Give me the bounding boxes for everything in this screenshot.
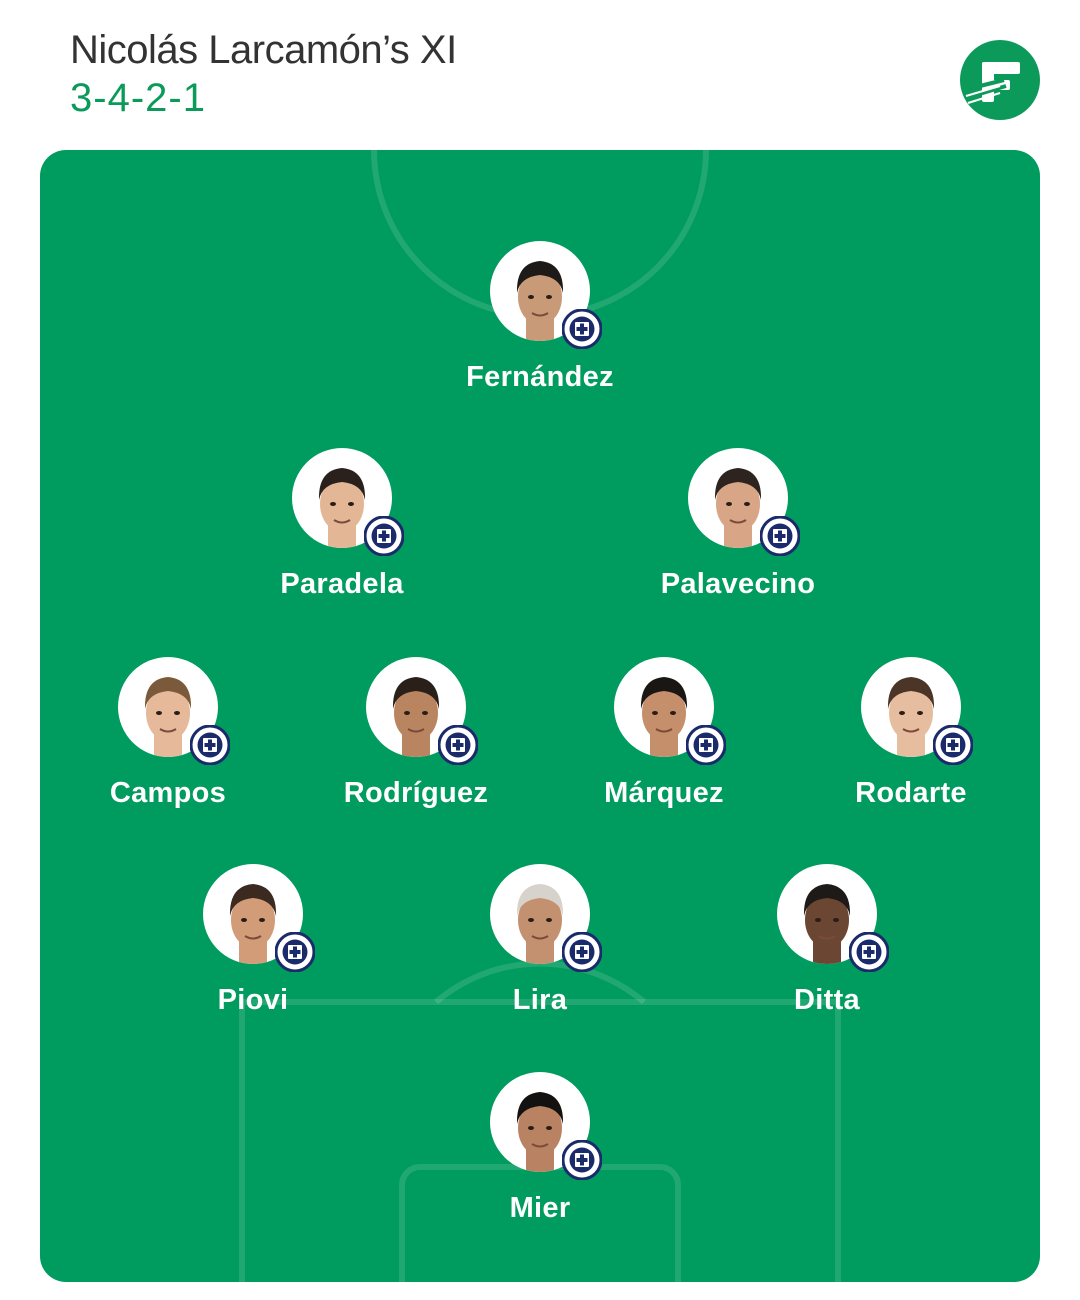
player-card[interactable]: Mier xyxy=(430,1072,650,1225)
player-photo xyxy=(861,657,973,765)
player-card[interactable]: Rodarte xyxy=(801,657,1021,810)
fotmob-logo-icon xyxy=(960,40,1040,120)
player-face-icon xyxy=(640,677,688,757)
player-photo xyxy=(292,448,404,556)
player-face-icon xyxy=(887,677,935,757)
club-crest-icon xyxy=(562,932,602,972)
football-pitch: Fernández Paradela Palavecino Campos Rod… xyxy=(40,150,1040,1282)
player-card[interactable]: Fernández xyxy=(430,241,650,394)
player-face-icon xyxy=(516,884,564,964)
player-card[interactable]: Campos xyxy=(58,657,278,810)
club-crest-icon xyxy=(933,725,973,765)
player-name: Piovi xyxy=(217,984,289,1016)
club-crest-icon xyxy=(686,725,726,765)
club-crest-icon xyxy=(562,309,602,349)
formation-label: 3-4-2-1 xyxy=(70,76,206,120)
player-face-icon xyxy=(516,1092,564,1172)
player-face-icon xyxy=(714,468,762,548)
club-crest-icon xyxy=(275,932,315,972)
player-photo xyxy=(490,864,602,972)
player-name: Ditta xyxy=(794,984,860,1016)
club-crest-icon xyxy=(438,725,478,765)
player-face-icon xyxy=(318,468,366,548)
player-photo xyxy=(777,864,889,972)
club-crest-icon xyxy=(849,932,889,972)
player-name: Rodarte xyxy=(855,777,967,809)
player-photo xyxy=(366,657,478,765)
player-name: Mier xyxy=(509,1192,571,1224)
player-photo xyxy=(118,657,230,765)
club-crest-icon xyxy=(190,725,230,765)
club-crest-icon xyxy=(562,1140,602,1180)
player-face-icon xyxy=(229,884,277,964)
player-card[interactable]: Rodríguez xyxy=(306,657,526,810)
player-name: Lira xyxy=(512,984,568,1016)
player-face-icon xyxy=(392,677,440,757)
page-title: Nicolás Larcamón’s XI xyxy=(70,28,457,72)
player-photo xyxy=(490,1072,602,1180)
player-face-icon xyxy=(803,884,851,964)
player-photo xyxy=(688,448,800,556)
club-crest-icon xyxy=(760,516,800,556)
player-face-icon xyxy=(144,677,192,757)
player-card[interactable]: Lira xyxy=(430,864,650,1017)
player-name: Palavecino xyxy=(660,568,816,600)
player-name: Campos xyxy=(109,777,227,809)
player-photo xyxy=(203,864,315,972)
player-name: Márquez xyxy=(604,777,724,809)
player-photo xyxy=(614,657,726,765)
player-card[interactable]: Paradela xyxy=(232,448,452,601)
player-photo xyxy=(490,241,602,349)
player-name: Paradela xyxy=(280,568,404,600)
player-card[interactable]: Piovi xyxy=(143,864,363,1017)
player-card[interactable]: Palavecino xyxy=(628,448,848,601)
club-crest-icon xyxy=(364,516,404,556)
player-card[interactable]: Márquez xyxy=(554,657,774,810)
player-name: Rodríguez xyxy=(343,777,489,809)
player-face-icon xyxy=(516,261,564,341)
player-card[interactable]: Ditta xyxy=(717,864,937,1017)
player-name: Fernández xyxy=(466,361,614,393)
